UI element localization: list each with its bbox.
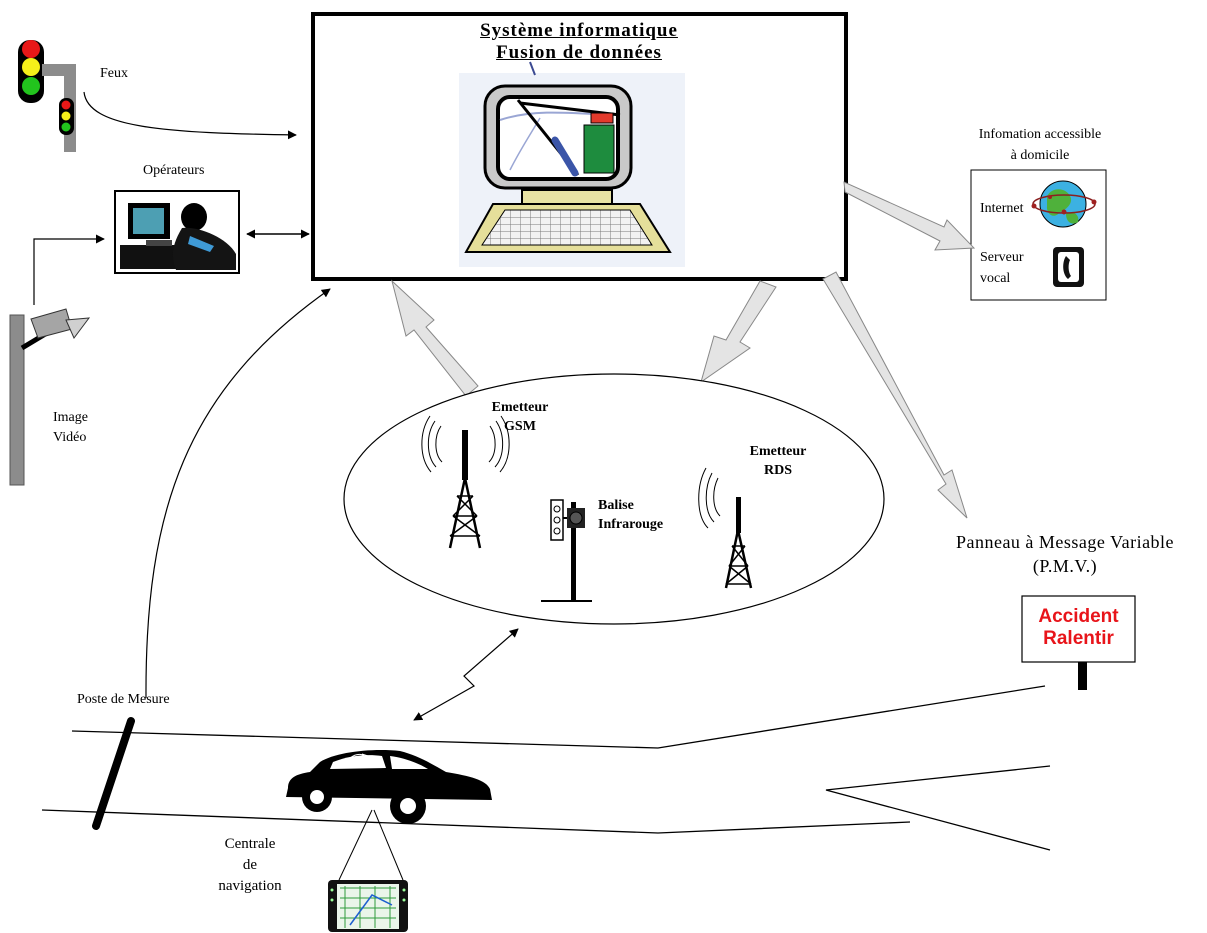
rds-label-line2: RDS <box>763 463 792 478</box>
traffic-light-icon <box>18 40 76 152</box>
pmv-message: Accident Ralentir <box>1022 606 1135 650</box>
phone-icon <box>1053 247 1084 287</box>
system-title-line2: Fusion de données <box>496 42 662 63</box>
navigation-label-line1: Centrale <box>224 836 276 852</box>
measure-post-icon <box>92 717 135 830</box>
rds-label-line1: Emetteur <box>749 444 807 459</box>
road <box>41 685 1051 851</box>
navigation-label-line3: navigation <box>218 878 282 894</box>
navigation-label: Centrale de navigation <box>200 834 300 897</box>
pmv-title-line1: Panneau à Message Variable <box>955 532 1175 552</box>
camera-icon <box>9 308 91 486</box>
car-icon <box>286 750 492 824</box>
rds-tower-icon <box>698 467 753 589</box>
beacon-label: Balise Infrarouge <box>598 496 663 534</box>
voice-server-label-line2: vocal <box>980 271 1011 286</box>
rds-label: Emetteur RDS <box>738 442 818 480</box>
pmv-title: Panneau à Message Variable (P.M.V.) <box>930 530 1200 578</box>
video-label-line2: Vidéo <box>53 430 87 445</box>
voice-server-label: Serveur vocal <box>980 247 1024 289</box>
globe-icon <box>1031 180 1097 228</box>
nav-connector-right <box>373 809 404 881</box>
transmitter-zone <box>343 373 885 625</box>
home-info-title-line1: Infomation accessible <box>978 127 1102 142</box>
voice-server-label-line1: Serveur <box>980 250 1024 265</box>
traffic-lights-label: Feux <box>100 66 128 81</box>
operator-icon <box>114 190 240 274</box>
gsm-label-line1: Emetteur <box>491 400 549 415</box>
navigation-device-icon <box>328 880 408 932</box>
beacon-label-line2: Infrarouge <box>598 517 664 532</box>
beacon-label-line1: Balise <box>598 498 634 513</box>
gsm-tower-icon <box>421 415 510 549</box>
pmv-title-line2: (P.M.V.) <box>1032 556 1098 576</box>
navigation-label-line2: de <box>242 857 258 873</box>
pmv-message-line1: Accident <box>1038 606 1119 627</box>
home-info-title-line2: à domicile <box>1010 148 1070 163</box>
nav-connector-left <box>338 809 373 881</box>
pmv-sign-icon <box>1021 595 1136 690</box>
video-label-line1: Image <box>53 410 88 425</box>
gsm-label-line2: GSM <box>504 419 536 434</box>
video-operator-arrow <box>33 234 105 305</box>
system-title-line1: Système informatique <box>480 20 678 41</box>
computer-icon <box>459 61 685 267</box>
pmv-message-line2: Ralentir <box>1043 628 1114 649</box>
measure-system-arrow <box>145 288 331 699</box>
system-title: Système informatique Fusion de données <box>400 20 758 64</box>
car-link-arrow <box>413 628 519 721</box>
traffic-lights-arrow <box>83 91 297 140</box>
block-arrows <box>391 181 976 519</box>
home-info-title: Infomation accessible à domicile <box>950 124 1130 166</box>
operators-label: Opérateurs <box>143 163 205 178</box>
infrared-beacon-icon <box>541 499 592 602</box>
gsm-label: Emetteur GSM <box>480 398 560 436</box>
video-label: Image Vidéo <box>53 408 88 448</box>
measure-post-label: Poste de Mesure <box>77 692 170 707</box>
internet-label: Internet <box>980 201 1024 216</box>
